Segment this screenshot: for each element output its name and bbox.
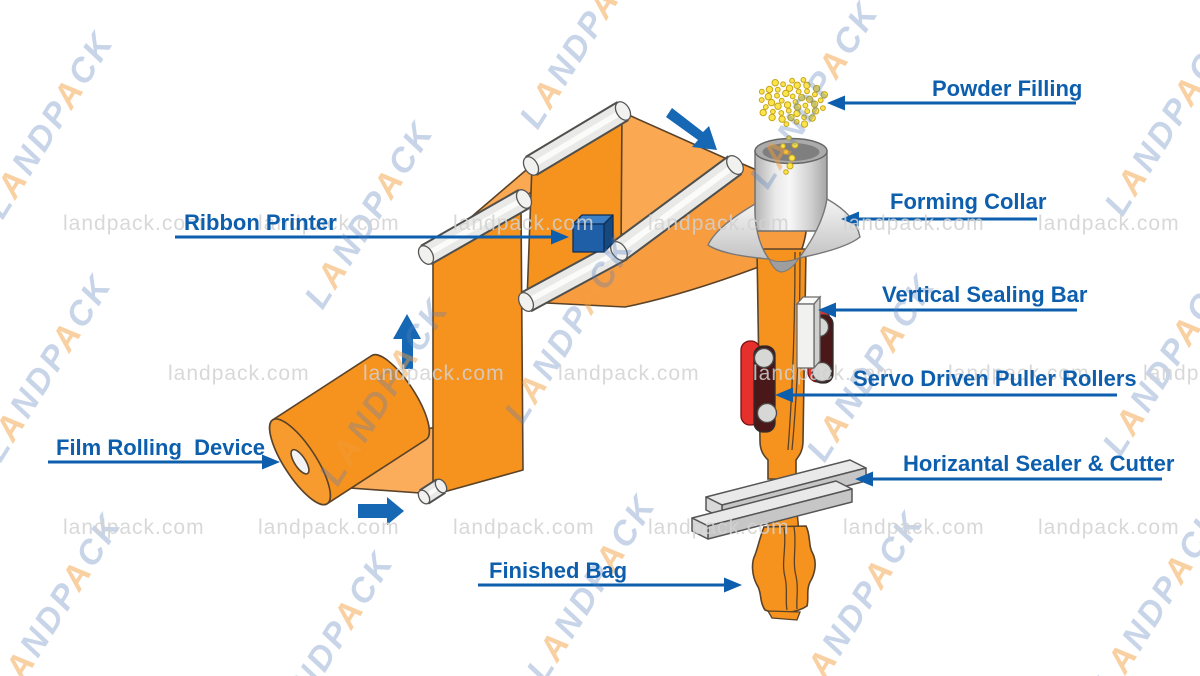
roller <box>417 189 533 265</box>
label-powder-filling: Powder Filling <box>932 76 1083 101</box>
label-vertical-sealing-bar: Vertical Sealing Bar <box>882 282 1088 307</box>
leader-vertical-sealing-bar <box>818 302 1077 318</box>
leader-film-rolling-device <box>48 454 280 470</box>
guide-rollers <box>417 101 744 505</box>
label-horizontal-sealer-cutter: Horizantal Sealer & Cutter <box>903 451 1175 476</box>
leader-forming-collar <box>841 211 1037 227</box>
sealer-bar-front <box>691 480 853 540</box>
forming-collar-throat <box>767 256 801 273</box>
roller <box>522 101 632 176</box>
roller <box>517 239 631 313</box>
flow-arrows <box>358 108 717 525</box>
flow-arrow-down-right <box>666 108 717 150</box>
fill-tube <box>754 137 828 232</box>
roller <box>417 478 448 505</box>
label-finished-bag: Finished Bag <box>489 558 628 583</box>
leader-horizontal-sealer <box>855 471 1162 487</box>
powder-stream <box>758 77 828 175</box>
vertical-sealing-bar <box>795 295 822 370</box>
finished-bag <box>751 525 816 621</box>
film-roll <box>268 353 431 506</box>
ribbon-printer-block <box>572 214 614 253</box>
label-film-rolling-device: Film Rolling Device <box>56 435 266 460</box>
leader-servo-rollers <box>775 387 1117 403</box>
finished-bag-creases <box>782 526 799 611</box>
forming-collar <box>707 197 861 273</box>
flow-arrow-right <box>358 497 404 525</box>
leader-finished-bag <box>478 577 742 593</box>
roller <box>610 154 744 262</box>
label-servo-driven-puller-rollers: Servo Driven Puller Rollers <box>853 366 1137 391</box>
film-roll-core <box>290 448 310 475</box>
label-ribbon-printer: Ribbon Printer <box>184 210 337 235</box>
flow-arrow-up <box>393 314 421 369</box>
label-forming-collar: Forming Collar <box>890 189 1047 214</box>
forming-collar-left-wing <box>707 202 771 260</box>
leader-lines <box>48 95 1162 593</box>
horizontal-sealer-cutter <box>691 459 867 540</box>
puller-roller-left <box>740 340 778 433</box>
leader-ribbon-printer <box>175 229 569 245</box>
leader-powder-filling <box>827 95 1076 111</box>
